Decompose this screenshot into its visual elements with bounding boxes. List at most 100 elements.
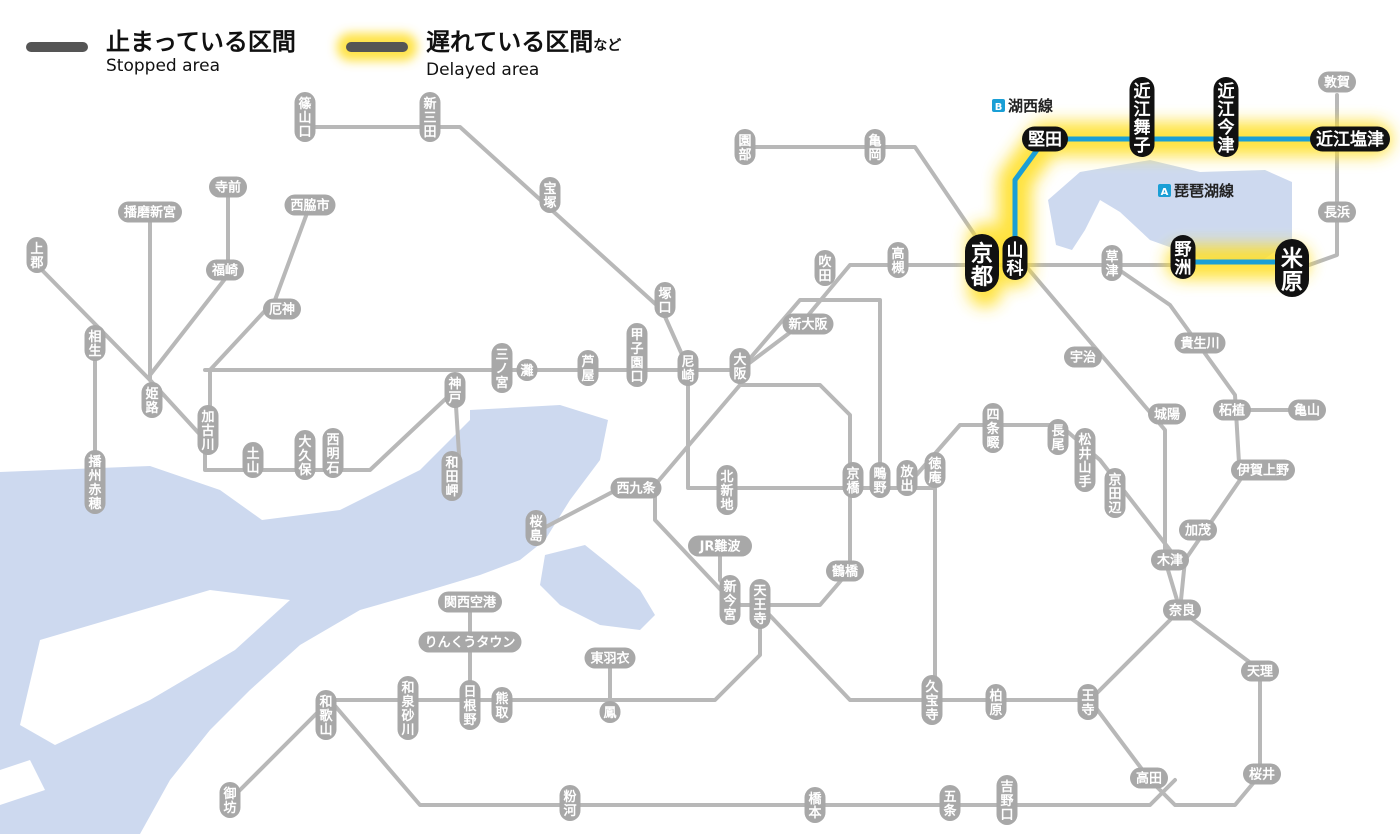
station-label: 新大阪 [788, 317, 828, 333]
station-oji: 王寺 [1077, 684, 1099, 720]
svg-text:湖西線: 湖西線 [1008, 97, 1053, 115]
station-marker [1148, 403, 1186, 425]
station-label: 松井山手 [1078, 432, 1091, 490]
station-marker [1064, 346, 1102, 368]
station-marker [397, 676, 419, 740]
station-label: 近江舞子 [1134, 81, 1151, 156]
station-label: 御坊 [222, 786, 236, 816]
sea-inlets [0, 590, 290, 805]
station-kyoto: 京都 [965, 234, 999, 292]
station-label: 鴫野 [873, 466, 886, 496]
legend-delayed-swatch [346, 42, 408, 52]
station-label: りんくうタウン [425, 636, 516, 651]
station-marker [1047, 419, 1069, 455]
station-banshuako: 播州赤穂 [84, 450, 106, 514]
station-marker [782, 313, 834, 335]
station-kobe: 神戸 [444, 372, 466, 408]
station-takarazuka: 宝塚 [539, 177, 561, 213]
station-label: 上郡 [29, 242, 43, 271]
station-marker [438, 591, 502, 613]
station-label: 吉野口 [1000, 780, 1013, 823]
station-aioi: 相生 [84, 325, 106, 361]
station-marker [814, 250, 836, 286]
station-label: 甲子園口 [630, 328, 643, 385]
station-label: 粉河 [563, 789, 576, 819]
station-marker [939, 785, 961, 821]
station-marker [419, 92, 441, 142]
station-marker [719, 575, 741, 625]
station-hineno: 日根野 [459, 680, 481, 730]
station-marker [525, 510, 547, 546]
station-marker [729, 348, 751, 384]
station-yamashina: 山科 [1002, 236, 1028, 280]
station-marker [921, 675, 943, 725]
station-marker [84, 450, 106, 514]
station-label: 和歌山 [319, 694, 333, 738]
station-label: 米原 [1281, 247, 1304, 295]
station-label: 新今宮 [722, 579, 737, 623]
station-marker [209, 176, 247, 198]
station-amagasaki: 尼崎 [677, 350, 699, 386]
station-marker [491, 687, 513, 723]
station-marker [1231, 459, 1295, 481]
station-label: 芦屋 [581, 354, 594, 384]
station-gobo: 御坊 [219, 782, 241, 818]
station-label: 高槻 [891, 246, 904, 276]
station-marker [491, 343, 513, 393]
station-kusatsu: 草津 [1101, 245, 1123, 281]
station-omishiotsu: 近江塩津 [1310, 126, 1390, 152]
station-marker [1213, 399, 1251, 421]
station-shinsanda: 新三田 [419, 92, 441, 142]
station-label: 野洲 [1175, 240, 1192, 278]
station-otori: 鳳 [599, 701, 621, 723]
station-marker [1179, 519, 1217, 541]
station-label: 土山 [246, 446, 259, 476]
station-label: 相生 [88, 329, 101, 359]
station-sakurajima: 桜島 [525, 510, 547, 546]
station-label: 亀岡 [868, 133, 881, 163]
station-nishiwaki: 西脇市 [284, 194, 336, 216]
station-label: 灘 [520, 363, 533, 379]
station-label: 東羽衣 [590, 651, 629, 667]
station-marker [1310, 126, 1390, 152]
station-label: 城陽 [1154, 407, 1180, 423]
station-marker [982, 403, 1004, 453]
line-badge-kosei: B 湖西線 [992, 97, 1053, 115]
station-koshien: 甲子園口 [626, 323, 648, 387]
legend-delayed: 遅れている区間など Delayed area [346, 28, 621, 80]
station-label: 天理 [1247, 665, 1273, 680]
station-harimashingu: 播磨新宮 [118, 201, 182, 223]
station-label: 宇治 [1070, 350, 1096, 366]
station-label: 近江塩津 [1316, 129, 1384, 150]
station-tsuruga: 敦賀 [1318, 71, 1356, 93]
station-label: 西明石 [325, 433, 339, 476]
station-kumatori: 熊取 [491, 687, 513, 723]
station-igaueno: 伊賀上野 [1231, 459, 1295, 481]
station-maibara: 米原 [1275, 239, 1309, 297]
station-marker [322, 428, 344, 478]
station-nishiakashi: 西明石 [322, 428, 344, 478]
station-marker [965, 234, 999, 292]
station-label: 播磨新宮 [124, 205, 176, 221]
station-label: 柏原 [989, 688, 1002, 718]
station-hanaten: 放出 [896, 460, 918, 496]
station-sannomiya: 三ノ宮 [491, 343, 513, 393]
station-label: 福崎 [211, 263, 238, 279]
station-label: 宝塚 [543, 181, 556, 211]
station-uji: 宇治 [1064, 346, 1102, 368]
station-marker [1022, 126, 1068, 152]
station-shigino: 鴫野 [869, 462, 891, 498]
station-label: 吹田 [818, 254, 831, 284]
station-marker [985, 684, 1007, 720]
station-label: 堅田 [1028, 130, 1062, 150]
station-ashiya: 芦屋 [577, 350, 599, 386]
station-kameoka: 亀岡 [864, 129, 886, 165]
legend-stopped-en: Stopped area [106, 56, 221, 76]
station-marker [539, 177, 561, 213]
station-shinimamiya: 新今宮 [719, 575, 741, 625]
station-marker [1275, 239, 1309, 297]
station-label: 厄神 [269, 302, 295, 318]
station-suita: 吹田 [814, 250, 836, 286]
station-kyotanabe: 京田辺 [1104, 468, 1126, 518]
station-label: 貴生川 [1180, 336, 1219, 352]
